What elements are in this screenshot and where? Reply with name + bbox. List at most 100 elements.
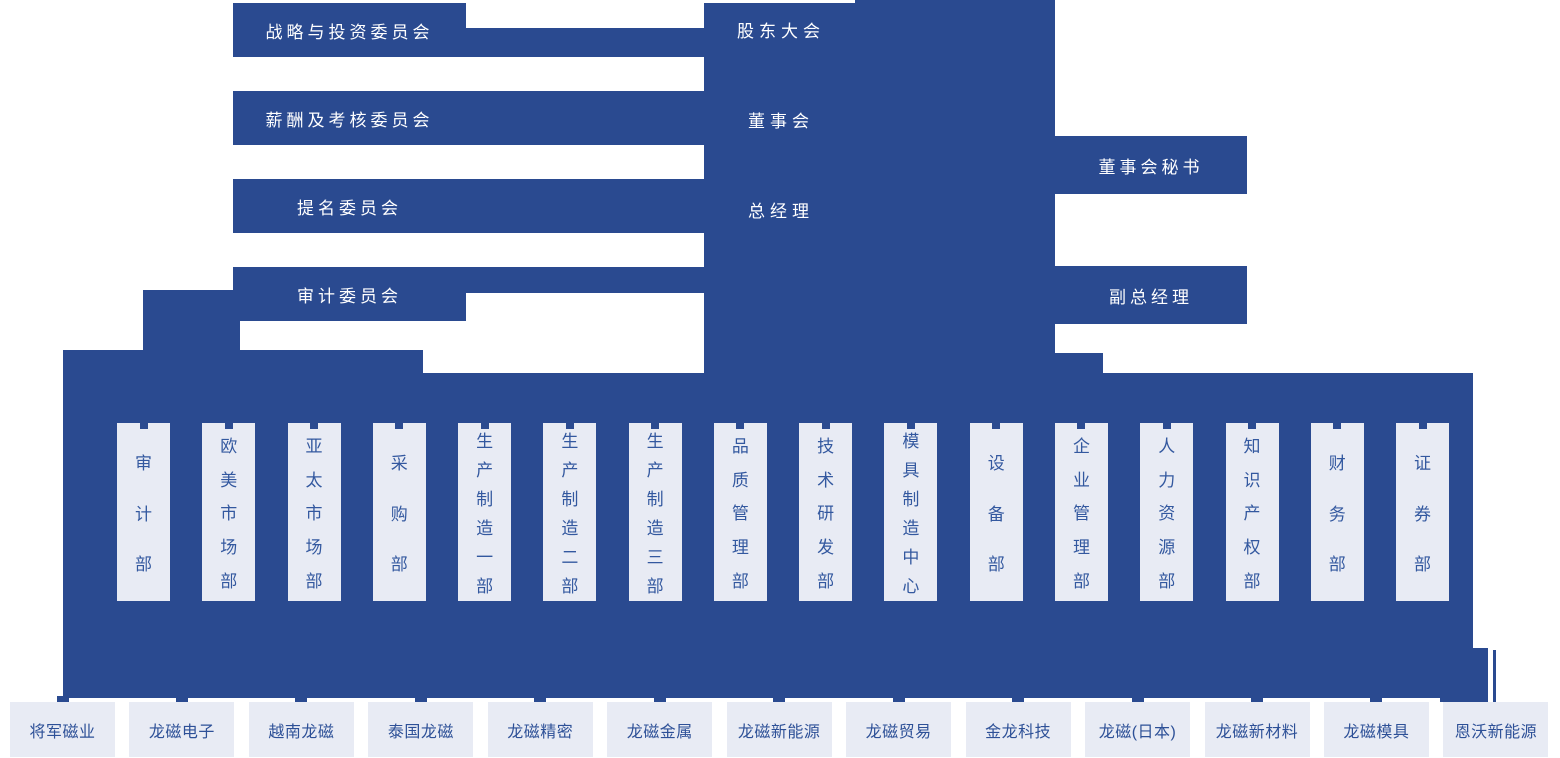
general-manager-label: 总经理 xyxy=(748,202,814,221)
connector-tick xyxy=(295,696,308,702)
subsidiary-label: 龙磁金属 xyxy=(626,723,693,741)
department-label: 品质管理部 xyxy=(731,436,749,592)
subsidiary-label: 龙磁新材料 xyxy=(1215,723,1299,741)
committee-box-nomination: 提名委员会 xyxy=(233,179,466,233)
board-of-directors-label: 董事会 xyxy=(748,112,814,131)
department-box-15: 财务部 xyxy=(1310,423,1364,601)
subsidiary-label: 将军磁业 xyxy=(29,723,96,741)
department-box-10: 模具制造中心 xyxy=(884,423,938,601)
connector-tick xyxy=(653,696,666,702)
committee-gap-1 xyxy=(233,57,704,91)
executive-label: 副总经理 xyxy=(1109,287,1193,307)
connector-tick xyxy=(565,423,574,429)
subsidiary-box-12: 龙磁模具 xyxy=(1323,696,1429,757)
committee-label: 提名委员会 xyxy=(297,198,402,218)
subsidiary-box-9: 金龙科技 xyxy=(965,696,1071,757)
connector-tick xyxy=(1162,423,1171,429)
department-box-7: 生产制造三部 xyxy=(628,423,682,601)
connector-tick xyxy=(736,423,745,429)
subsidiary-box-5: 龙磁精密 xyxy=(487,696,593,757)
department-label: 证券部 xyxy=(1414,453,1432,575)
department-box-1: 审计部 xyxy=(117,423,170,601)
department-box-5: 生产制造一部 xyxy=(458,423,512,601)
department-label: 设备部 xyxy=(987,453,1005,575)
department-box-4: 采购部 xyxy=(372,423,426,601)
executive-label: 董事会秘书 xyxy=(1098,157,1204,177)
department-label: 生产制造一部 xyxy=(476,432,494,596)
department-label: 知识产权部 xyxy=(1243,436,1261,592)
department-label: 技术研发部 xyxy=(817,436,835,592)
board-secretary-box: 董事会秘书 xyxy=(1055,136,1247,194)
committee-label: 薪酬及考核委员会 xyxy=(265,110,434,130)
subsidiary-box-7: 龙磁新能源 xyxy=(726,696,832,757)
left-connector-block xyxy=(143,290,240,350)
subsidiary-box-10: 龙磁(日本) xyxy=(1085,696,1191,757)
subsidiary-box-4: 泰国龙磁 xyxy=(368,696,474,757)
department-box-16: 证券部 xyxy=(1396,423,1450,601)
department-label: 审计部 xyxy=(135,453,152,575)
department-box-13: 人力资源部 xyxy=(1140,423,1194,601)
connector-tick xyxy=(1012,696,1025,702)
connector-tick xyxy=(906,423,915,429)
subsidiary-box-3: 越南龙磁 xyxy=(248,696,354,757)
department-label: 生产制造二部 xyxy=(561,432,579,596)
committee-box-strategy: 战略与投资委员会 xyxy=(233,3,466,57)
committee-box-remuneration: 薪酬及考核委员会 xyxy=(233,91,466,145)
subsidiary-box-2: 龙磁电子 xyxy=(129,696,235,757)
connector-tick xyxy=(992,423,1001,429)
committee-gap-3 xyxy=(233,233,704,267)
connector-tick xyxy=(1077,423,1086,429)
subsidiary-label: 金龙科技 xyxy=(985,723,1052,741)
committee-gap-2 xyxy=(233,145,704,179)
subsidiary-label: 龙磁模具 xyxy=(1343,723,1410,741)
connector-tick xyxy=(139,423,148,429)
right-connector-line xyxy=(1493,650,1496,702)
committee-label: 战略与投资委员会 xyxy=(265,22,434,42)
connector-tick xyxy=(892,696,905,702)
subsidiary-box-8: 龙磁贸易 xyxy=(846,696,952,757)
subsidiary-label: 龙磁(日本) xyxy=(1098,723,1177,741)
connector-tick xyxy=(1370,696,1383,702)
connector-tick xyxy=(651,423,660,429)
connector-tick xyxy=(1333,423,1342,429)
subsidiary-label: 恩沃新能源 xyxy=(1454,723,1538,741)
department-label: 财务部 xyxy=(1328,453,1346,575)
subsidiary-label: 越南龙磁 xyxy=(268,723,335,741)
connector-tick xyxy=(395,423,404,429)
department-label: 人力资源部 xyxy=(1158,436,1176,592)
subsidiary-label: 龙磁精密 xyxy=(507,723,574,741)
subsidiary-label: 龙磁电子 xyxy=(148,723,215,741)
subsidiary-box-11: 龙磁新材料 xyxy=(1204,696,1310,757)
trunk-top-gap xyxy=(704,0,855,3)
department-box-8: 品质管理部 xyxy=(713,423,767,601)
subsidiary-box-13: 恩沃新能源 xyxy=(1443,702,1549,757)
connector-tick xyxy=(175,696,188,702)
subsidiary-box-6: 龙磁金属 xyxy=(607,696,713,757)
connector-tick xyxy=(1131,696,1144,702)
band-left-shoulder xyxy=(63,350,423,373)
subsidiary-label: 泰国龙磁 xyxy=(387,723,454,741)
band-right-shoulder xyxy=(1040,353,1103,373)
shareholders-meeting-label: 股东大会 xyxy=(737,22,825,41)
connector-tick xyxy=(773,696,786,702)
deputy-gm-box: 副总经理 xyxy=(1055,266,1247,324)
committee-box-audit: 审计委员会 xyxy=(233,267,466,321)
connector-tick xyxy=(56,696,69,702)
band-right-foot xyxy=(1440,648,1488,702)
department-label: 采购部 xyxy=(390,453,408,575)
department-box-6: 生产制造二部 xyxy=(543,423,597,601)
connector-tick xyxy=(1418,423,1427,429)
committee-label: 审计委员会 xyxy=(297,286,402,306)
connector-tick xyxy=(1248,423,1256,429)
connector-tick xyxy=(1251,696,1263,702)
department-label: 模具制造中心 xyxy=(902,432,920,596)
department-label: 欧美市场部 xyxy=(220,436,238,592)
connector-tick xyxy=(534,696,547,702)
trunk-block xyxy=(704,0,1055,373)
department-box-11: 设备部 xyxy=(969,423,1023,601)
connector-tick xyxy=(480,423,489,429)
connector-tick xyxy=(414,696,427,702)
department-label: 企业管理部 xyxy=(1072,436,1090,592)
department-label: 生产制造三部 xyxy=(646,432,664,596)
